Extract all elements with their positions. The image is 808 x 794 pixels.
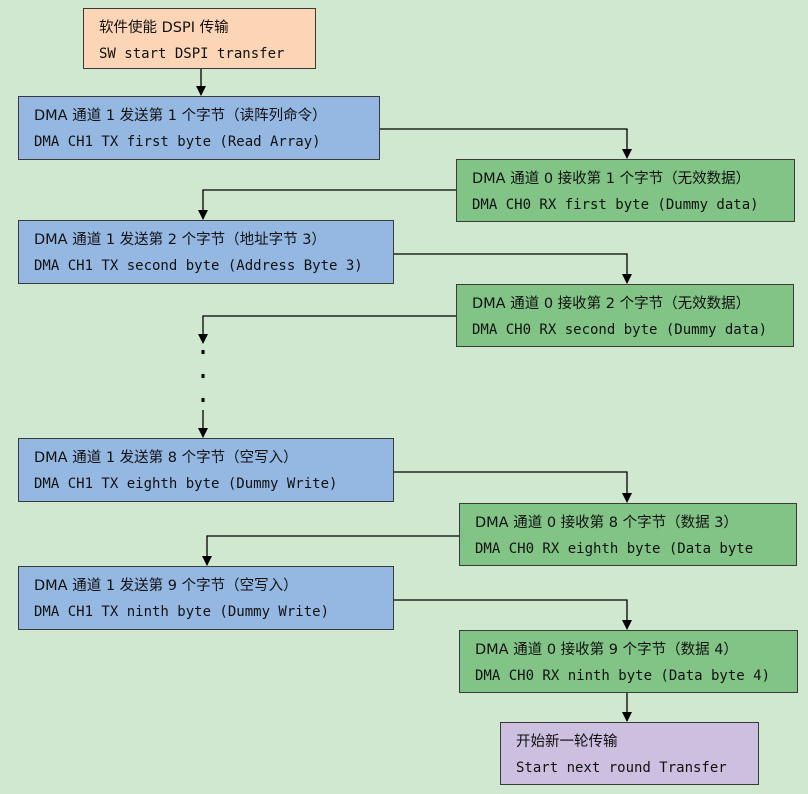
step-label-cn: DMA 通道 1 发送第 2 个字节（地址字节 3） xyxy=(34,232,326,248)
start-label-cn: 软件使能 DSPI 传输 xyxy=(99,20,229,36)
step-label-en: DMA CH1 TX ninth byte (Dummy Write) xyxy=(34,604,330,620)
arrow-step5-to-step6 xyxy=(394,471,632,503)
arrow-step3-to-step4 xyxy=(394,253,632,284)
step-label-en: DMA CH0 RX ninth byte (Data byte 4) xyxy=(475,668,771,684)
end-label-cn: 开始新一轮传输 xyxy=(516,734,618,750)
step-box-tx-2: DMA 通道 1 发送第 2 个字节（地址字节 3） DMA CH1 TX se… xyxy=(18,220,394,284)
step-label-cn: DMA 通道 0 接收第 8 个字节（数据 3） xyxy=(475,515,738,531)
step-box-tx-9: DMA 通道 1 发送第 9 个字节（空写入） DMA CH1 TX ninth… xyxy=(18,566,394,630)
arrow-step2-to-step3 xyxy=(198,189,456,220)
step-label-en: DMA CH0 RX eighth byte (Data byte xyxy=(475,541,754,557)
step-box-rx-1: DMA 通道 0 接收第 1 个字节（无效数据） DMA CH0 RX firs… xyxy=(456,159,795,222)
step-box-rx-9: DMA 通道 0 接收第 9 个字节（数据 4） DMA CH0 RX nint… xyxy=(459,630,798,693)
arrow-step6-to-step7 xyxy=(202,535,459,566)
arrow-step1-to-step2 xyxy=(380,128,632,159)
step-label-cn: DMA 通道 0 接收第 9 个字节（数据 4） xyxy=(475,642,738,658)
step-label-cn: DMA 通道 0 接收第 2 个字节（无效数据） xyxy=(472,296,751,312)
step-label-cn: DMA 通道 1 发送第 9 个字节（空写入） xyxy=(34,578,298,594)
step-label-en: DMA CH0 RX second byte (Dummy data) xyxy=(472,322,768,338)
arrow-step4-to-ellipsis xyxy=(198,315,456,344)
start-label-en: SW start DSPI transfer xyxy=(99,46,285,62)
start-box: 软件使能 DSPI 传输 SW start DSPI transfer xyxy=(83,8,316,69)
step-label-en: DMA CH0 RX first byte (Dummy data) xyxy=(472,197,759,213)
step-box-rx-2: DMA 通道 0 接收第 2 个字节（无效数据） DMA CH0 RX seco… xyxy=(456,284,794,347)
step-box-rx-8: DMA 通道 0 接收第 8 个字节（数据 3） DMA CH0 RX eigh… xyxy=(459,503,797,566)
step-label-cn: DMA 通道 0 接收第 1 个字节（无效数据） xyxy=(472,171,751,187)
step-label-en: DMA CH1 TX second byte (Address Byte 3) xyxy=(34,258,363,274)
step-label-en: DMA CH1 TX first byte (Read Array) xyxy=(34,134,321,150)
step-box-tx-1: DMA 通道 1 发送第 1 个字节（读阵列命令） DMA CH1 TX fir… xyxy=(18,96,380,160)
end-box: 开始新一轮传输 Start next round Transfer xyxy=(500,722,759,785)
step-label-cn: DMA 通道 1 发送第 1 个字节（读阵列命令） xyxy=(34,108,327,124)
end-label-en: Start next round Transfer xyxy=(516,760,727,776)
step-label-cn: DMA 通道 1 发送第 8 个字节（空写入） xyxy=(34,450,298,466)
arrow-step7-to-step8 xyxy=(394,599,632,630)
step-label-en: DMA CH1 TX eighth byte (Dummy Write) xyxy=(34,476,338,492)
step-box-tx-8: DMA 通道 1 发送第 8 个字节（空写入） DMA CH1 TX eight… xyxy=(18,438,394,502)
ellipsis-dots xyxy=(201,350,205,402)
